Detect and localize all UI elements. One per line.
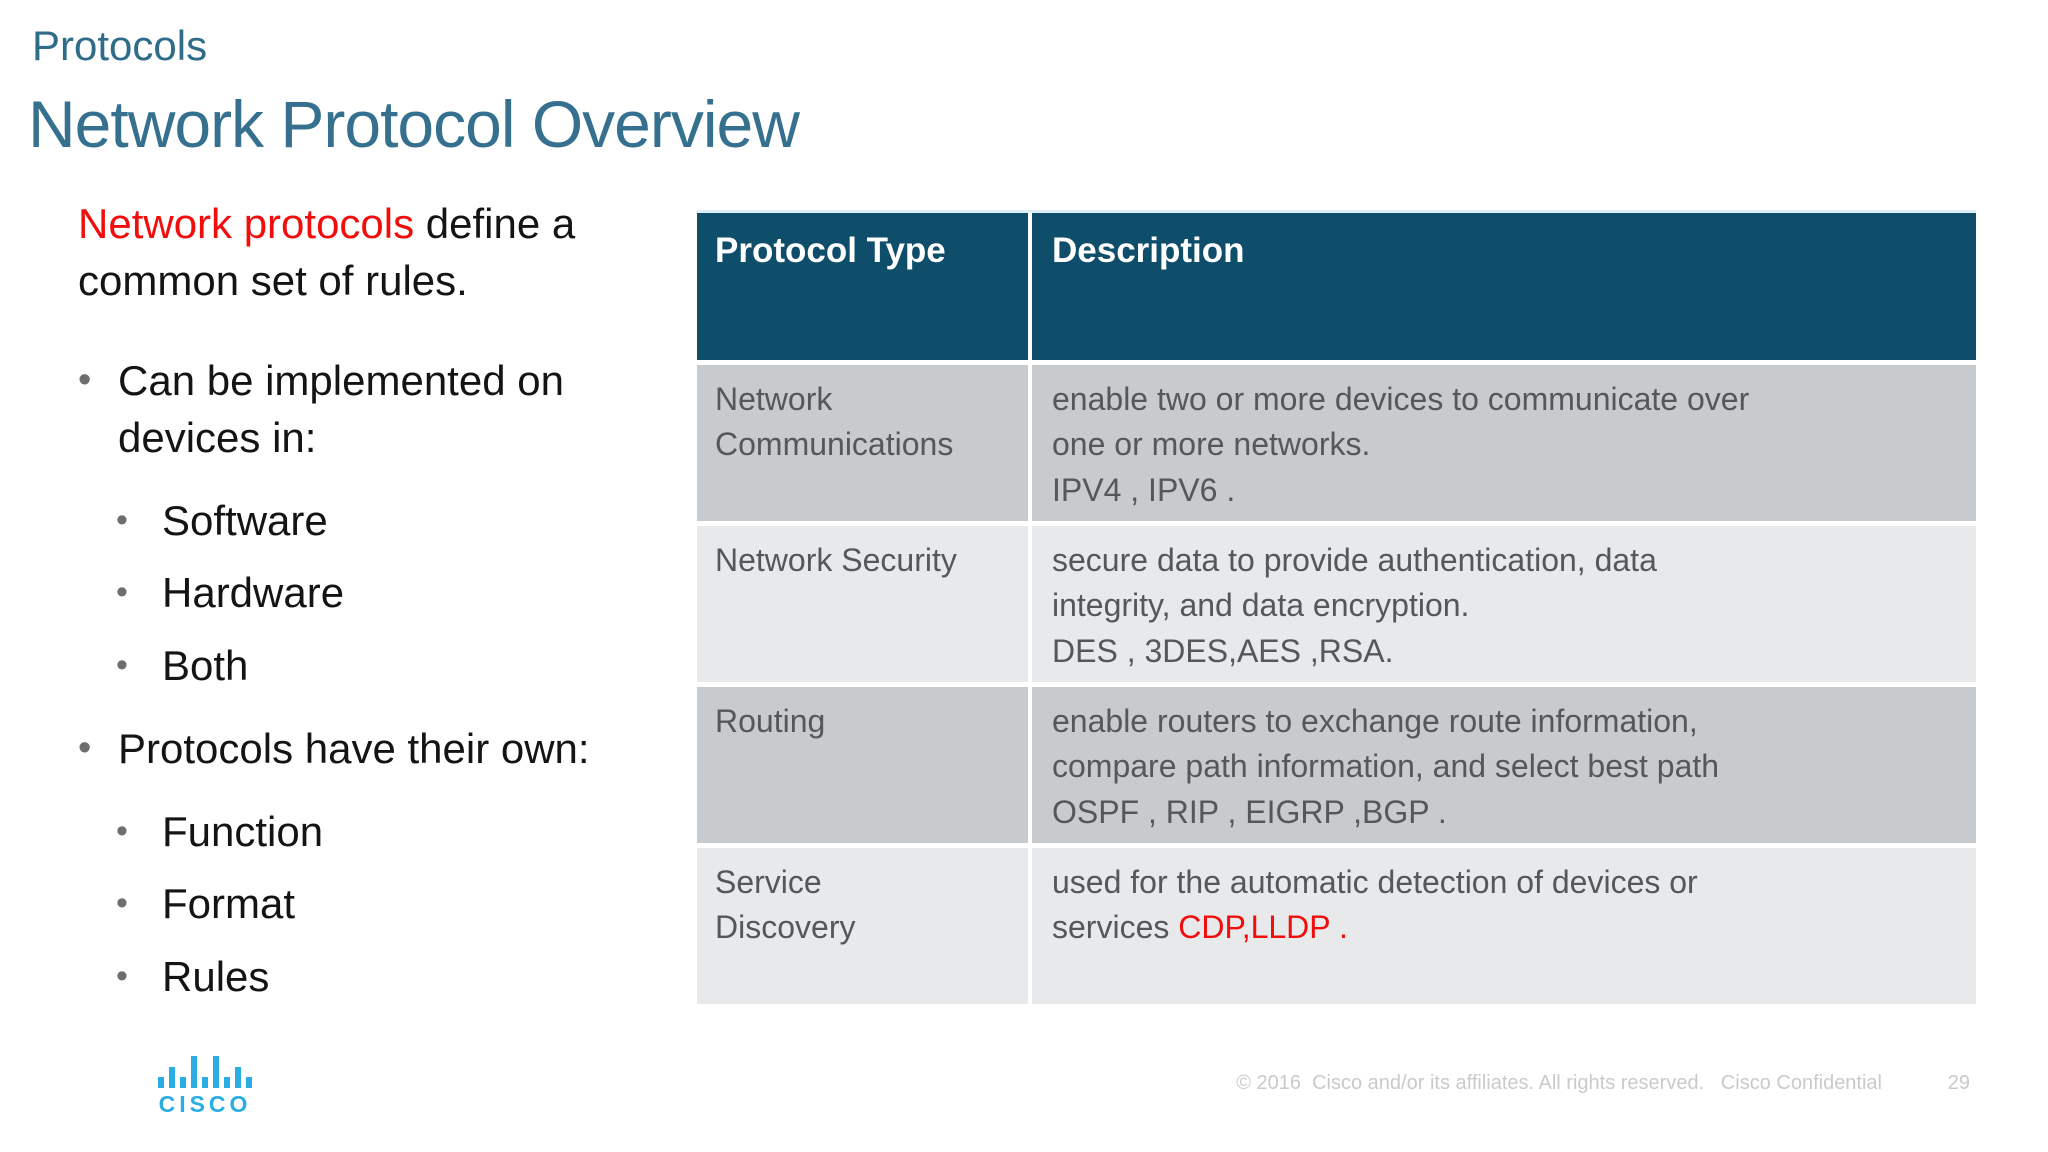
sub-bullet-label: Both [162, 642, 249, 690]
cisco-logo: CISCO [150, 1054, 260, 1118]
column-header-protocol-type: Protocol Type [697, 213, 1032, 360]
cisco-logo-text: CISCO [158, 1091, 252, 1117]
copyright-text: © 2016 Cisco and/or its affiliates. All … [1236, 1072, 1882, 1094]
left-text-panel: Network protocols define a common set of… [78, 196, 678, 1032]
bullet-label: Can be implemented on devices in: [118, 357, 564, 462]
protocol-table: Protocol Type Description Network Commun… [697, 210, 1976, 1004]
cell-description: secure data to provide authentication, d… [1032, 526, 1976, 682]
intro-highlight: Network protocols [78, 200, 415, 247]
sub-bullet-label: Function [162, 807, 324, 855]
intro-rest: define a common set of rules. [78, 200, 576, 304]
bullet-icon: • [116, 811, 128, 850]
bullet-icon: • [116, 500, 128, 539]
cell-description: enable routers to exchange route informa… [1032, 687, 1976, 843]
bullet-item: • Protocols have their own: [78, 721, 678, 778]
bullet-icon: • [116, 646, 128, 685]
bullet-group-devices: • Can be implemented on devices in: • So… [78, 353, 678, 694]
bullet-icon: • [78, 726, 92, 769]
column-header-description: Description [1052, 231, 1245, 270]
bullet-item: • Can be implemented on devices in: [78, 353, 678, 466]
table-row: Network Communications enable two or mor… [697, 365, 1976, 521]
page-title: Network Protocol Overview [28, 87, 800, 161]
table-row: Routing enable routers to exchange route… [697, 687, 1976, 843]
sub-bullet-item: • Software [116, 493, 678, 550]
intro-paragraph: Network protocols define a common set of… [78, 196, 678, 309]
sub-bullet-item: • Hardware [116, 565, 678, 622]
cell-description: enable two or more devices to communicat… [1032, 365, 1976, 521]
page-number: 29 [1947, 1072, 1970, 1094]
cell-protocol-type: Network Security [697, 526, 1032, 682]
sub-bullet-item: • Rules [116, 949, 678, 1006]
bullet-icon: • [116, 956, 128, 995]
sub-bullet-item: • Format [116, 876, 678, 933]
cell-protocol-type: Service Discovery [697, 848, 1032, 1004]
cell-protocol-type: Routing [697, 687, 1032, 843]
sub-bullet-label: Rules [162, 952, 270, 1000]
bullet-icon: • [116, 884, 128, 923]
cell-description: used for the automatic detection of devi… [1032, 848, 1976, 1004]
cell-description-highlight: CDP,LLDP . [1178, 909, 1348, 946]
sub-bullet-item: • Function [116, 804, 678, 861]
bullet-label: Protocols have their own: [118, 724, 590, 772]
sub-bullet-item: • Both [116, 638, 678, 695]
bullet-icon: • [116, 573, 128, 612]
table-row: Network Security secure data to provide … [697, 526, 1976, 682]
sub-bullet-label: Hardware [162, 569, 345, 617]
table-header-row: Protocol Type Description [697, 210, 1976, 360]
bullet-group-own: • Protocols have their own: • Function •… [78, 721, 678, 1006]
sub-bullet-label: Software [162, 496, 328, 544]
table-row: Service Discovery used for the automatic… [697, 848, 1976, 1004]
slide-kicker: Protocols [32, 22, 208, 69]
bullet-icon: • [78, 359, 92, 402]
cisco-bridge-bars-icon [150, 1054, 260, 1088]
cell-protocol-type: Network Communications [697, 365, 1032, 521]
cell-description-text: used for the automatic detection of devi… [1052, 864, 1698, 946]
sub-bullet-label: Format [162, 880, 296, 928]
